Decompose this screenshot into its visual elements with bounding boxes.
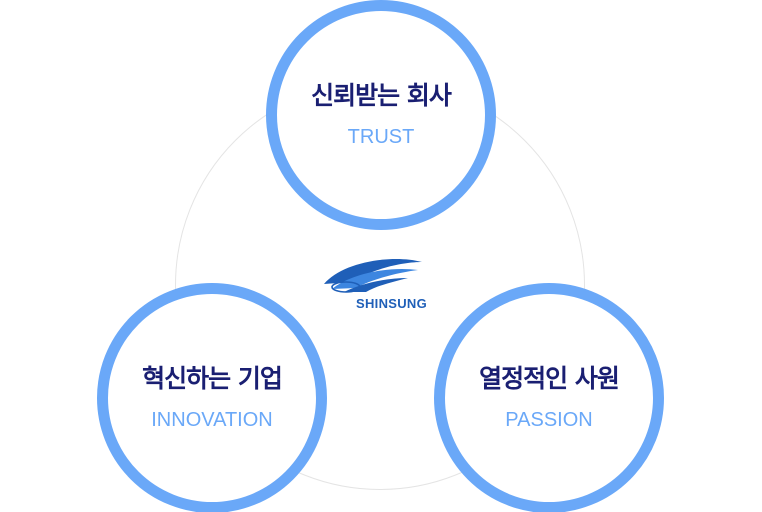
value-subtitle-passion: PASSION bbox=[505, 408, 593, 431]
value-subtitle-trust: TRUST bbox=[347, 125, 415, 148]
value-circle-innovation: 혁신하는 기업 INNOVATION bbox=[97, 283, 327, 512]
value-subtitle-innovation: INNOVATION bbox=[151, 408, 273, 431]
value-circle-passion: 열정적인 사원 PASSION bbox=[434, 283, 664, 512]
swoosh-logo-icon bbox=[324, 258, 422, 293]
logo-wordmark: SHINSUNG bbox=[356, 296, 428, 311]
value-title-trust: 신뢰받는 회사 bbox=[311, 80, 452, 110]
value-title-passion: 열정적인 사원 bbox=[479, 363, 620, 393]
value-circle-trust: 신뢰받는 회사 TRUST bbox=[266, 0, 496, 230]
company-logo: SHINSUNG bbox=[322, 256, 442, 316]
value-title-innovation: 혁신하는 기업 bbox=[142, 363, 283, 393]
